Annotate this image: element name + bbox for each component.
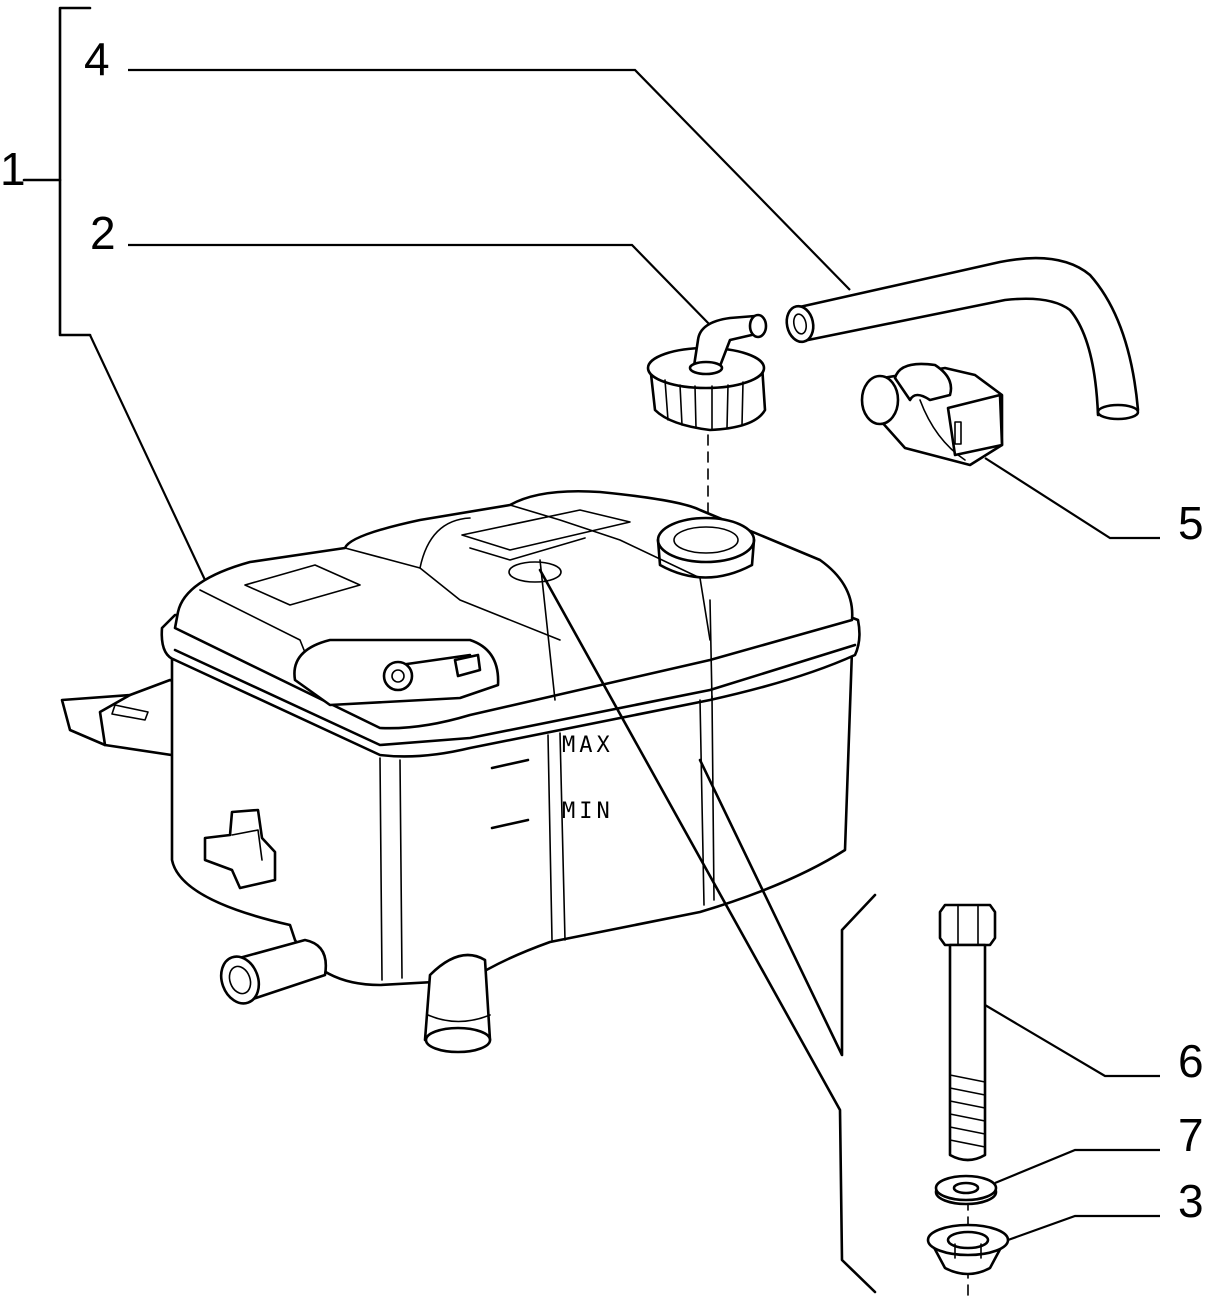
leader-3	[1007, 1214, 1160, 1242]
callout-2: 2	[90, 207, 116, 259]
max-label: MAX	[562, 733, 614, 758]
callout-1: 1	[0, 143, 26, 195]
callout-3: 3	[1178, 1175, 1204, 1227]
leader-2	[128, 243, 713, 328]
min-label: MIN	[562, 799, 614, 824]
expansion-tank	[60, 489, 861, 1054]
washer-icon	[934, 1174, 998, 1206]
leader-5	[984, 457, 1160, 540]
leader-4	[128, 68, 851, 291]
assembly-bracket	[22, 6, 92, 337]
callout-7: 7	[1178, 1109, 1204, 1161]
leader-6	[984, 1004, 1160, 1078]
leader-lines	[89, 68, 1160, 1299]
callout-4: 4	[84, 33, 110, 85]
hose-clip-icon	[860, 362, 1004, 467]
leader-7	[994, 1148, 1160, 1185]
filler-cap-icon	[646, 313, 768, 432]
callout-5: 5	[1178, 497, 1204, 549]
mounting-bush-icon	[926, 1223, 1010, 1276]
leader-1	[89, 334, 206, 581]
bolt-icon	[938, 903, 997, 1162]
callout-6: 6	[1178, 1035, 1204, 1087]
overflow-hose-icon	[785, 256, 1140, 421]
filler-neck	[656, 516, 756, 564]
break-indicator	[538, 568, 877, 1294]
